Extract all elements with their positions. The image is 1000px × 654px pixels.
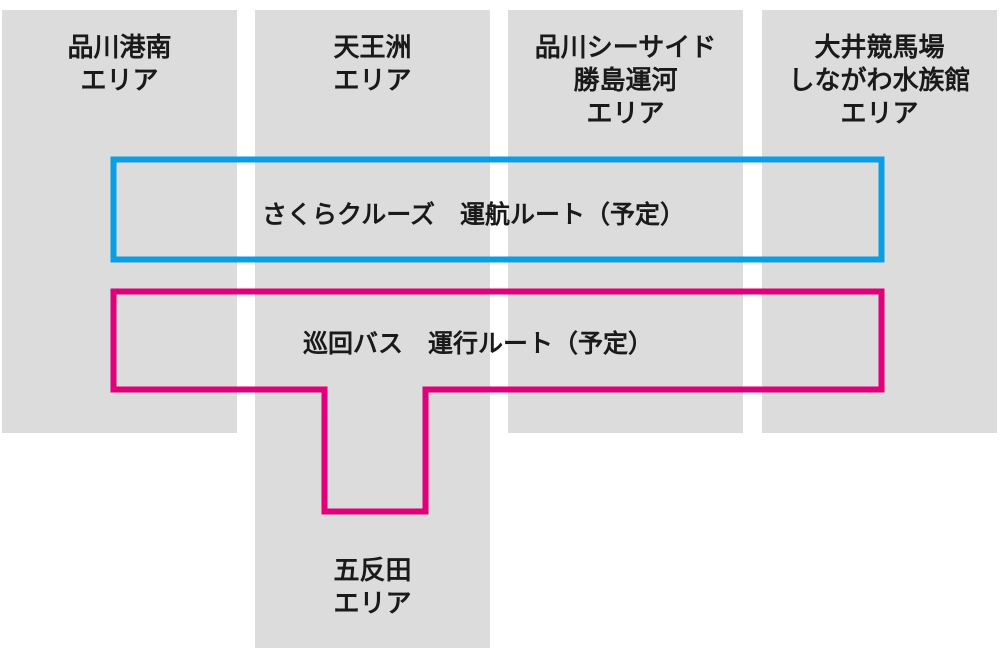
- area-title: 品川港南 エリア: [67, 33, 172, 96]
- area-column-shinagawa-konan: 品川港南 エリア: [2, 10, 237, 433]
- cruise-route-label: さくらクルーズ 運航ルート（予定）: [262, 200, 686, 229]
- area-column-tennozu-gotanda: 天王洲 エリア 五反田 エリア: [255, 10, 490, 648]
- area-title: 品川シーサイド 勝島運河 エリア: [534, 33, 717, 129]
- area-title: 五反田 エリア: [333, 556, 412, 619]
- area-title: 天王洲 エリア: [333, 33, 412, 96]
- area-column-shinagawa-seaside: 品川シーサイド 勝島運河 エリア: [508, 10, 743, 433]
- bus-route-label: 巡回バス 運行ルート（予定）: [303, 329, 654, 358]
- area-title: 大井競馬場 しながわ水族館 エリア: [788, 33, 971, 129]
- cruise-route-outline: [110, 156, 885, 263]
- bus-route-outline: [110, 288, 885, 515]
